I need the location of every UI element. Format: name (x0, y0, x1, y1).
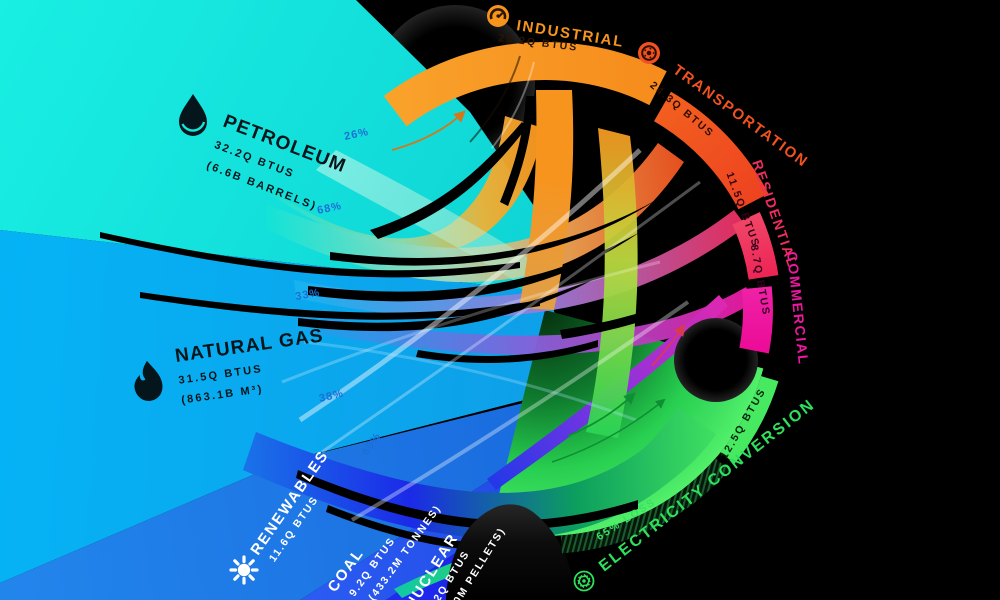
oil-drop-icon (179, 94, 207, 136)
sun-icon (229, 555, 259, 585)
flow-gas-commercial (294, 287, 754, 355)
hub-dome-bottom (446, 504, 576, 600)
flow-petroleum-transportation (266, 143, 684, 283)
industrial-segment (383, 41, 667, 127)
turbine-icon (573, 570, 595, 592)
hub-hole-right (674, 318, 758, 402)
flow-orange-industrial-band (519, 90, 574, 310)
percent-label-26: 26% (343, 126, 370, 143)
percent-label-68: 68% (316, 200, 343, 217)
electricity-output-band (720, 376, 779, 464)
percent-label-38: 38% (318, 388, 345, 405)
flow-petroleum-industrial (268, 116, 543, 254)
wheel-icon (638, 42, 660, 64)
flow-electricity-sectors (586, 128, 638, 438)
flame-icon (134, 360, 163, 401)
residential-segment (732, 212, 779, 280)
arrow-to-commercial (651, 324, 686, 367)
light-streaks (281, 148, 701, 522)
gauge-icon (487, 5, 509, 27)
flow-streak-mint (316, 150, 558, 300)
flow-fuels-electricity (243, 408, 716, 539)
commercial-segment (739, 286, 773, 354)
flow-ribbons (243, 90, 754, 598)
flow-gas-residential (294, 210, 746, 318)
renewables-wedge (0, 395, 566, 600)
arrow-in-green-1 (567, 392, 636, 437)
band-streak-dark (469, 55, 521, 143)
flow-arrows (391, 110, 686, 463)
arrow-to-industrial (391, 110, 466, 151)
electricity-loss-band (560, 458, 730, 554)
arrow-in-green-2 (551, 398, 666, 463)
percent-label-33: 33% (294, 287, 321, 303)
band-streak-light (491, 61, 535, 149)
transportation-segment (654, 91, 769, 210)
